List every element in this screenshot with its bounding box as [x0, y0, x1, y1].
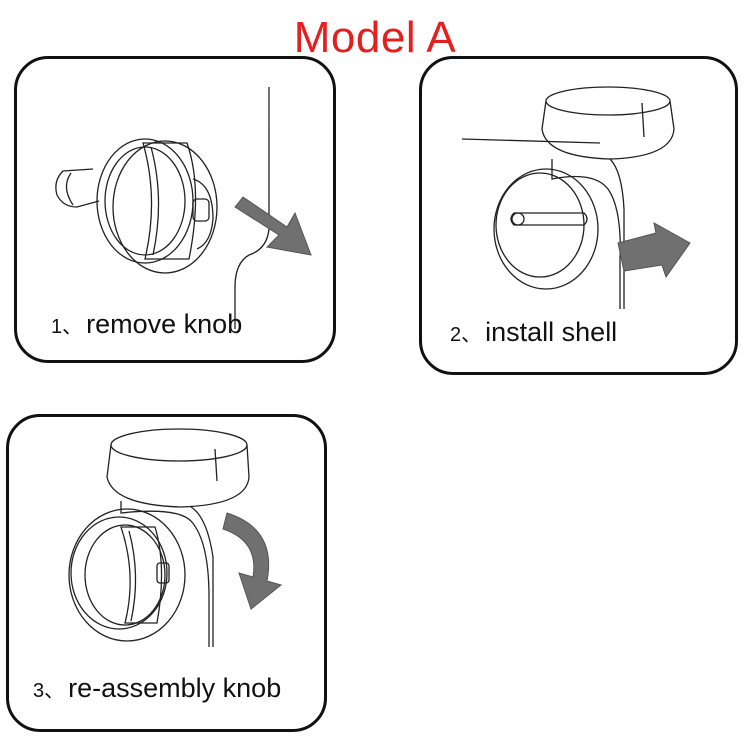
step-1-panel: 1、remove knob — [14, 56, 336, 363]
shell-cap-body — [106, 444, 250, 508]
remove-arrow-icon — [234, 196, 312, 256]
step-1-number: 1、 — [51, 316, 83, 338]
install-shell-illustration — [461, 86, 691, 309]
shell-cap-top — [545, 86, 671, 116]
shell-cap-top — [110, 428, 248, 462]
knob-stem — [55, 168, 100, 208]
rotate-arrow-icon — [222, 512, 283, 610]
knob-front — [84, 524, 166, 626]
step-3-label: re-assembly knob — [68, 673, 282, 703]
shell-body — [120, 501, 210, 647]
knob-back — [112, 140, 218, 274]
step-1-caption: 1、remove knob — [51, 309, 242, 340]
shell-body — [551, 159, 621, 309]
step-3-caption: 3、re-assembly knob — [33, 673, 281, 704]
door-line — [461, 138, 601, 144]
step-1-label: remove knob — [86, 309, 243, 339]
re-assembly-knob-illustration — [68, 428, 283, 647]
install-arrow-icon — [617, 222, 691, 279]
step-2-panel: 2、install shell — [419, 56, 738, 375]
step-3-panel: 3、re-assembly knob — [6, 414, 327, 732]
knob-grip — [120, 526, 163, 624]
shell-base — [68, 508, 186, 642]
door-edge — [234, 87, 270, 329]
page-title: Model A — [293, 13, 457, 62]
knob-grip — [142, 142, 197, 260]
step-3-number: 3、 — [33, 680, 65, 702]
step-2-caption: 2、install shell — [450, 317, 617, 348]
shell-base — [493, 168, 599, 290]
knob-front — [96, 138, 194, 264]
step-2-label: install shell — [485, 317, 618, 347]
step-2-number: 2、 — [450, 324, 482, 346]
knob-stem-rod — [510, 212, 588, 226]
remove-knob-illustration — [55, 87, 312, 329]
